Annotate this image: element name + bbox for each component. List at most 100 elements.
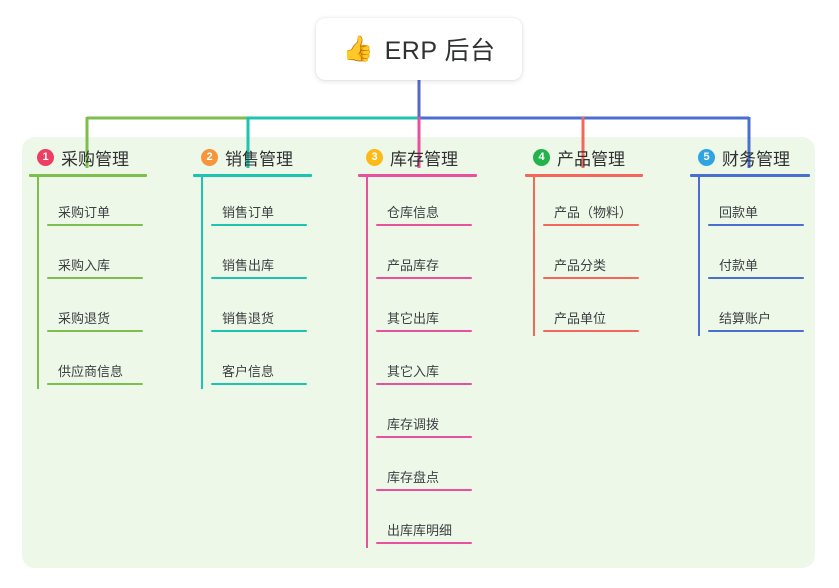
list-item-rule: [376, 436, 472, 438]
list-item-rule: [47, 383, 143, 385]
list-item-label: 库存盘点: [387, 470, 440, 485]
root-node[interactable]: 👍 ERP 后台: [316, 18, 522, 80]
list-item[interactable]: 采购入库: [29, 230, 147, 283]
column-item-list: 采购订单采购入库采购退货供应商信息: [29, 177, 147, 389]
list-item-label: 销售出库: [222, 258, 275, 273]
column-trunk-line: [698, 177, 700, 336]
mindmap-column: 3 库存管理仓库信息产品库存其它出库其它入库库存调拨库存盘点出库库明细: [358, 145, 477, 548]
list-item-rule: [376, 330, 472, 332]
column-title: 财务管理: [722, 149, 790, 169]
list-item[interactable]: 付款单: [690, 230, 810, 283]
list-item-rule: [47, 330, 143, 332]
list-item[interactable]: 采购订单: [29, 177, 147, 230]
mindmap-column: 2 销售管理销售订单销售出库销售退货客户信息: [193, 145, 312, 389]
column-header-2[interactable]: 2 销售管理: [193, 145, 312, 169]
list-item-label: 其它入库: [387, 364, 440, 379]
list-item[interactable]: 产品分类: [525, 230, 643, 283]
list-item-label: 销售退货: [222, 311, 275, 326]
list-item[interactable]: 产品（物料）: [525, 177, 643, 230]
list-item-label: 供应商信息: [58, 364, 124, 379]
list-item[interactable]: 库存调拨: [358, 389, 477, 442]
list-item-label: 结算账户: [719, 311, 772, 326]
column-header-rule: [29, 174, 147, 177]
list-item[interactable]: 其它入库: [358, 336, 477, 389]
root-title: ERP 后台: [384, 37, 496, 65]
column-trunk-line: [37, 177, 39, 389]
column-header-rule: [690, 174, 810, 177]
list-item[interactable]: 库存盘点: [358, 442, 477, 495]
list-item-label: 产品分类: [554, 258, 607, 273]
list-item-label: 仓库信息: [387, 205, 440, 220]
list-item-label: 采购退货: [58, 311, 111, 326]
list-item[interactable]: 产品单位: [525, 283, 643, 336]
list-item[interactable]: 采购退货: [29, 283, 147, 336]
column-title: 采购管理: [61, 149, 129, 169]
column-item-list: 回款单付款单结算账户: [690, 177, 810, 336]
column-header-5[interactable]: 5 财务管理: [690, 145, 810, 169]
list-item-rule: [376, 489, 472, 491]
column-number-badge: 2: [201, 148, 218, 166]
column-title: 产品管理: [557, 149, 625, 169]
root-node-content: 👍 ERP 后台: [342, 31, 495, 67]
mindmap-panel: [22, 137, 815, 568]
column-title: 销售管理: [225, 149, 293, 169]
list-item-rule: [543, 224, 639, 226]
column-trunk-line: [201, 177, 203, 389]
list-item-rule: [211, 224, 307, 226]
list-item-rule: [376, 224, 472, 226]
list-item[interactable]: 销售出库: [193, 230, 312, 283]
column-item-list: 销售订单销售出库销售退货客户信息: [193, 177, 312, 389]
column-number-badge: 3: [366, 148, 383, 166]
mindmap-column: 5 财务管理回款单付款单结算账户: [690, 145, 810, 336]
list-item-label: 库存调拨: [387, 417, 440, 432]
list-item-label: 产品库存: [387, 258, 440, 273]
list-item[interactable]: 仓库信息: [358, 177, 477, 230]
list-item-rule: [376, 542, 472, 544]
list-item[interactable]: 结算账户: [690, 283, 810, 336]
column-header-3[interactable]: 3 库存管理: [358, 145, 477, 169]
list-item-label: 客户信息: [222, 364, 275, 379]
list-item-rule: [376, 277, 472, 279]
column-number-badge: 5: [698, 148, 715, 166]
column-header-rule: [193, 174, 312, 177]
column-trunk-line: [366, 177, 368, 548]
list-item[interactable]: 其它出库: [358, 283, 477, 336]
column-header-4[interactable]: 4 产品管理: [525, 145, 643, 169]
list-item-rule: [708, 224, 804, 226]
list-item[interactable]: 销售订单: [193, 177, 312, 230]
list-item-label: 采购入库: [58, 258, 111, 273]
column-number-badge: 1: [37, 148, 54, 166]
list-item-rule: [211, 330, 307, 332]
list-item[interactable]: 出库库明细: [358, 495, 477, 548]
list-item[interactable]: 客户信息: [193, 336, 312, 389]
column-header-rule: [358, 174, 477, 177]
column-item-list: 产品（物料） 产品分类产品单位: [525, 177, 643, 336]
list-item-label: 销售订单: [222, 205, 275, 220]
list-item-rule: [543, 277, 639, 279]
column-header-rule: [525, 174, 643, 177]
mindmap-column: 4 产品管理产品（物料） 产品分类产品单位: [525, 145, 643, 336]
column-item-list: 仓库信息产品库存其它出库其它入库库存调拨库存盘点出库库明细: [358, 177, 477, 548]
list-item-label: 产品单位: [554, 311, 607, 326]
list-item[interactable]: 供应商信息: [29, 336, 147, 389]
list-item-label: 产品（物料）: [554, 205, 633, 220]
list-item-label: 付款单: [719, 258, 759, 273]
list-item-rule: [708, 277, 804, 279]
list-item-rule: [543, 330, 639, 332]
list-item-label: 其它出库: [387, 311, 440, 326]
column-header-1[interactable]: 1 采购管理: [29, 145, 147, 169]
mindmap-column: 1 采购管理采购订单采购入库采购退货供应商信息: [29, 145, 147, 389]
list-item-label: 出库库明细: [387, 523, 453, 538]
column-title: 库存管理: [390, 149, 458, 169]
list-item[interactable]: 回款单: [690, 177, 810, 230]
list-item-rule: [47, 277, 143, 279]
list-item-label: 回款单: [719, 205, 759, 220]
list-item[interactable]: 产品库存: [358, 230, 477, 283]
column-trunk-line: [533, 177, 535, 336]
list-item-label: 采购订单: [58, 205, 111, 220]
list-item[interactable]: 销售退货: [193, 283, 312, 336]
list-item-rule: [376, 383, 472, 385]
list-item-rule: [211, 277, 307, 279]
column-number-badge: 4: [533, 148, 550, 166]
